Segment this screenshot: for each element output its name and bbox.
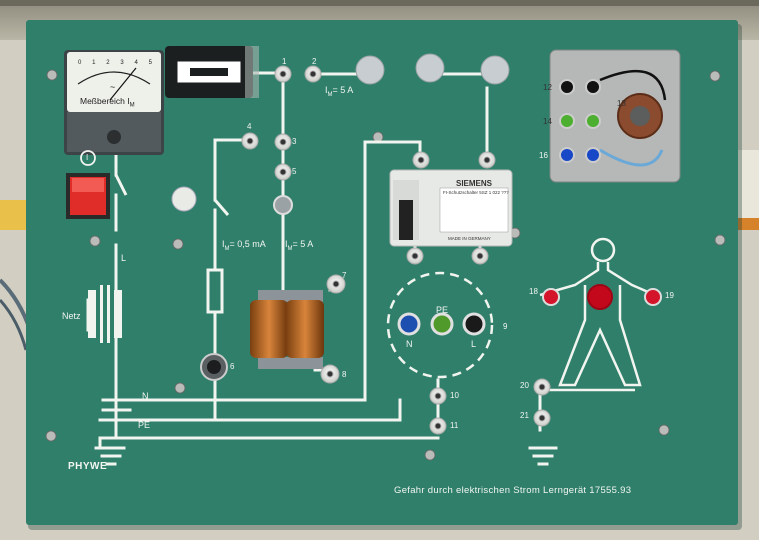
label-5: 5 xyxy=(292,167,297,176)
connectors xyxy=(241,65,662,435)
jacks-colored xyxy=(542,79,662,310)
socket xyxy=(397,312,486,336)
switch-symbol xyxy=(114,174,128,196)
bnc-jack xyxy=(273,195,293,215)
rcd-brand: SIEMENS xyxy=(456,179,493,188)
label-im-5a: IM= 5 A xyxy=(285,240,313,252)
ammeter-scale-5: 5 xyxy=(148,60,152,66)
ammeter-scale-0: 0 xyxy=(78,60,82,66)
label-8: 8 xyxy=(342,370,347,379)
ammeter xyxy=(64,50,164,155)
ammeter-title-text: Meßbereich I xyxy=(80,96,130,106)
ammeter-title-sub: M xyxy=(129,102,135,109)
transformer-coil xyxy=(250,290,324,369)
rcd-made: MADE IN GERMANY xyxy=(448,236,491,241)
label-21: 21 xyxy=(520,411,529,420)
label-1: 1 xyxy=(282,57,287,66)
fuse-holder xyxy=(165,46,259,98)
human-figure xyxy=(539,237,656,392)
label-socket-l: L xyxy=(471,339,477,349)
label-9: 9 xyxy=(503,322,508,331)
label-im-5a-top-sub: M xyxy=(327,91,333,98)
power-symbol-circle xyxy=(80,150,96,166)
label-11: 11 xyxy=(450,421,459,430)
label-20: 20 xyxy=(520,381,529,390)
ammeter-symbol: ~ xyxy=(110,82,116,92)
label-3: 3 xyxy=(292,137,297,146)
label-10: 10 xyxy=(450,391,459,400)
board-brand: PHYWE xyxy=(68,461,108,472)
label-netz: Netz xyxy=(62,311,81,321)
label-im-5a-top-val: = 5 A xyxy=(332,85,354,95)
rcd-breaker xyxy=(389,169,513,247)
ammeter-scale-3: 3 xyxy=(120,60,124,66)
label-im-5a-sub: M xyxy=(287,245,293,252)
socket-outline xyxy=(386,271,494,379)
push-button xyxy=(171,186,197,212)
grey-knobs xyxy=(355,53,510,85)
jack-white xyxy=(241,65,551,435)
label-14: 14 xyxy=(543,117,552,126)
rcd-type: FI-Schutzschalter 5SZ 1 022 ??? xyxy=(443,190,509,195)
power-symbol: I xyxy=(86,153,89,162)
label-n-line: N xyxy=(142,391,149,401)
label-im-5a-val: = 5 A xyxy=(292,239,314,249)
label-im-5a-i: I xyxy=(285,239,288,249)
label-im-05ma: IM= 0,5 mA xyxy=(222,240,266,252)
screws xyxy=(45,69,726,461)
label-socket-pe: PE xyxy=(436,305,449,315)
ammeter-scale: 0 1 2 3 4 5 xyxy=(78,60,152,66)
label-im-05ma-sub: M xyxy=(224,245,230,252)
label-socket-n: N xyxy=(406,339,413,349)
label-6: 6 xyxy=(230,362,235,371)
label-12: 12 xyxy=(543,83,552,92)
ammeter-scale-2: 2 xyxy=(106,60,110,66)
label-4: 4 xyxy=(247,122,252,131)
board-footer: Gefahr durch elektrischen Strom Lerngerä… xyxy=(394,485,632,496)
ammeter-scale-4: 4 xyxy=(134,60,138,66)
label-l: L xyxy=(121,253,127,263)
ammeter-scale-1: 1 xyxy=(92,60,96,66)
label-im-5a-top: IM= 5 A xyxy=(325,86,353,98)
label-16: 16 xyxy=(539,151,548,160)
power-switch xyxy=(66,173,110,219)
label-19: 19 xyxy=(665,291,674,300)
ammeter-title: Meßbereich IM xyxy=(80,96,135,109)
lamp-plate xyxy=(549,49,681,183)
switch-symbol-2 xyxy=(213,199,230,216)
transformer-symbol xyxy=(88,285,122,343)
label-2: 2 xyxy=(312,57,317,66)
label-im-05ma-val: = 0,5 mA xyxy=(229,239,266,249)
label-pe-line: PE xyxy=(138,420,151,430)
resistor-symbol xyxy=(206,268,224,314)
din-socket xyxy=(200,353,228,381)
label-13: 13 xyxy=(617,99,626,108)
label-18: 18 xyxy=(529,287,538,296)
label-7: 7 xyxy=(342,271,347,280)
label-im-05ma-i: I xyxy=(222,239,225,249)
label-im-5a-top-i: I xyxy=(325,85,328,95)
